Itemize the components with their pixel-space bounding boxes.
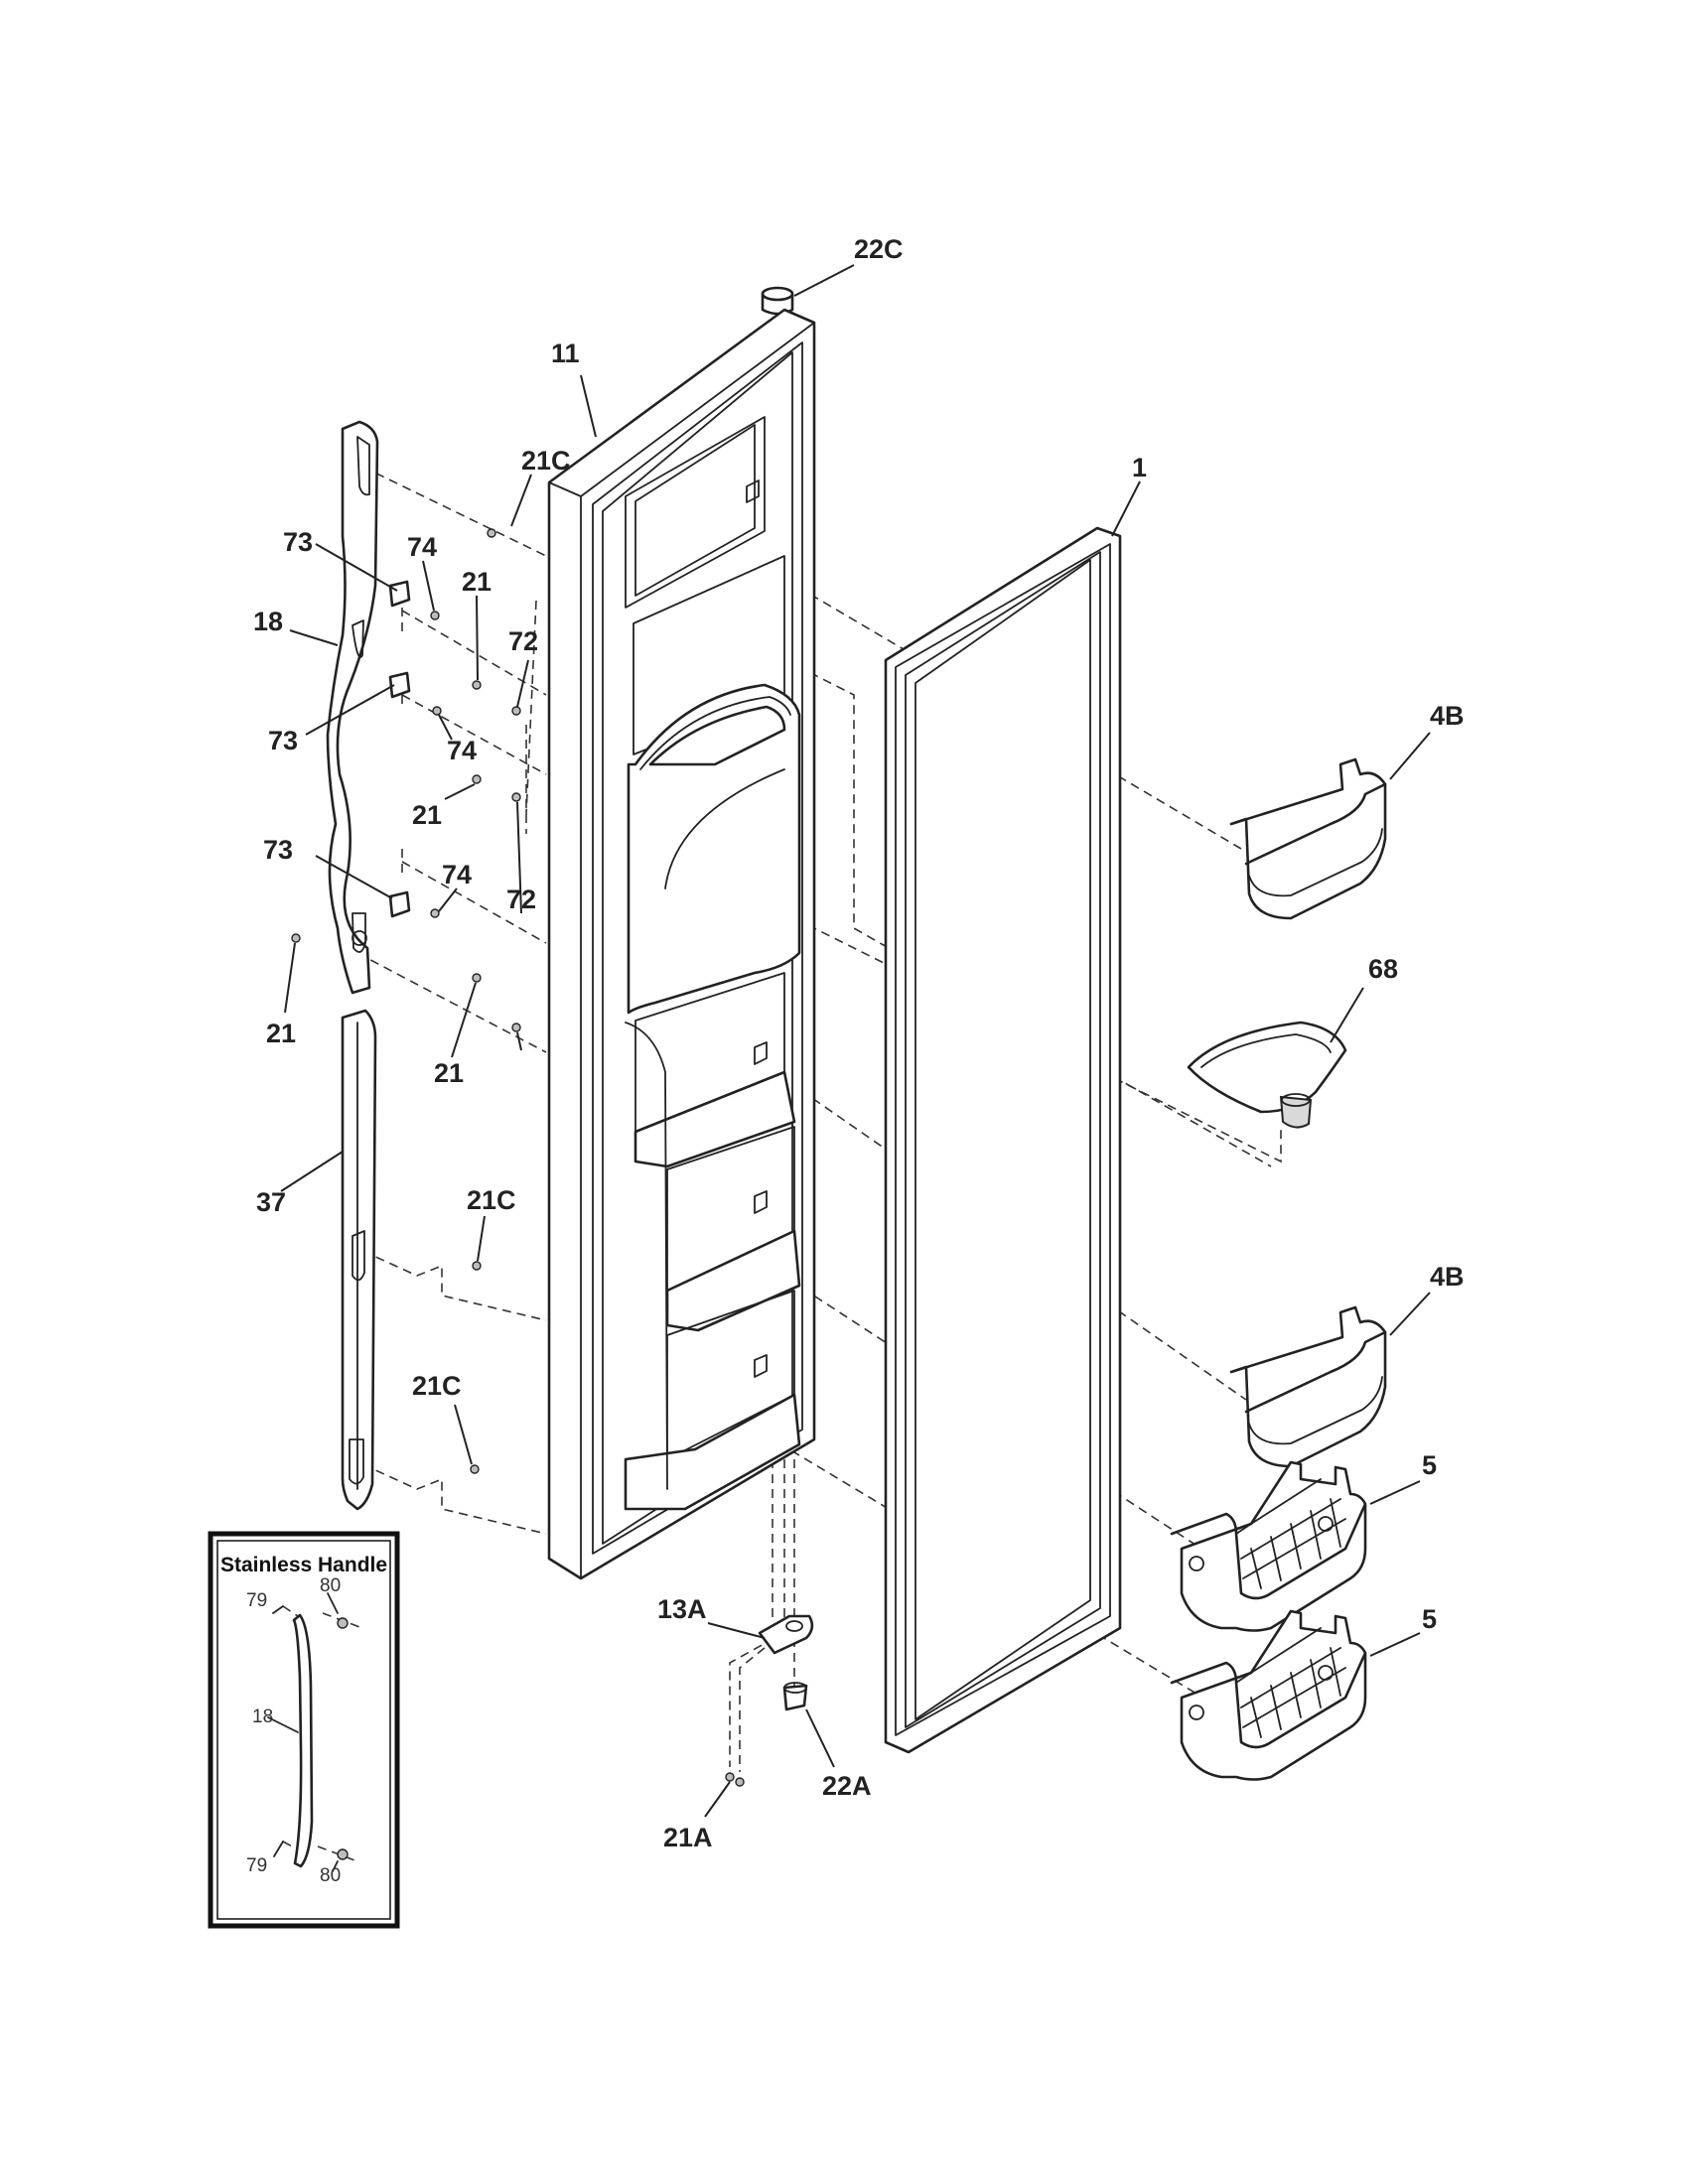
callout-4b-top: 4B xyxy=(1430,701,1465,731)
callout-21-b: 21 xyxy=(412,800,442,830)
callout-4b-bottom: 4B xyxy=(1430,1262,1465,1292)
stainless-handle-inset: Stainless Handle 79 80 18 79 80 xyxy=(208,1531,400,1929)
callout-72-b: 72 xyxy=(506,885,536,914)
callout-21a: 21A xyxy=(663,1823,713,1852)
part-22a-hinge-bushing xyxy=(782,1682,808,1711)
callout-73-a: 73 xyxy=(283,527,313,557)
callout-21-c: 21 xyxy=(266,1019,296,1048)
callout-21-a: 21 xyxy=(462,567,492,597)
leader-lines xyxy=(280,264,1431,1818)
callout-37: 37 xyxy=(256,1187,286,1217)
callout-22c: 22C xyxy=(854,234,904,264)
callout-13a: 13A xyxy=(657,1594,707,1624)
callout-21c-low: 21C xyxy=(412,1371,462,1401)
part-37-handle-lower xyxy=(341,1009,377,1511)
callout-5-top: 5 xyxy=(1422,1450,1437,1480)
part-4b-door-bin-lower xyxy=(1229,1305,1387,1468)
inset-title: Stainless Handle xyxy=(220,1554,387,1576)
callout-1: 1 xyxy=(1132,453,1147,482)
callout-73-c: 73 xyxy=(263,835,293,865)
callout-74-b: 74 xyxy=(447,736,477,765)
part-13a-bottom-hinge xyxy=(758,1614,814,1655)
part-5-wire-basket-upper xyxy=(1170,1460,1367,1632)
part-1-door-gasket xyxy=(884,526,1122,1754)
callout-73-b: 73 xyxy=(268,726,298,755)
callout-68: 68 xyxy=(1368,954,1398,984)
inset-callout-80-top: 80 xyxy=(320,1575,341,1596)
callout-22a: 22A xyxy=(822,1771,872,1801)
callout-21c-mid: 21C xyxy=(467,1185,516,1215)
alignment-lines xyxy=(356,466,1282,1772)
part-18-handle-upper xyxy=(326,420,379,995)
inset-callout-18: 18 xyxy=(252,1706,273,1727)
part-68-ice-chute-funnel xyxy=(1187,1021,1347,1129)
callout-74-a: 74 xyxy=(407,532,437,562)
handle-mounting-hardware xyxy=(291,528,521,1474)
callout-21-d: 21 xyxy=(434,1058,464,1088)
inset-callout-80-bottom: 80 xyxy=(320,1865,341,1886)
part-4b-door-bin-upper xyxy=(1229,757,1387,920)
part-21a-hinge-screw xyxy=(725,1772,745,1787)
part-5-wire-basket-lower xyxy=(1170,1609,1367,1781)
callout-11: 11 xyxy=(551,339,580,368)
inset-callout-79-top: 79 xyxy=(246,1590,267,1611)
callout-74-c: 74 xyxy=(442,860,472,889)
callout-72-a: 72 xyxy=(508,626,538,656)
part-11-door-inner-liner xyxy=(547,308,816,1580)
callout-labels: 22C 11 21C 1 73 74 18 21 72 73 74 21 4B … xyxy=(253,234,1465,1852)
inset-callout-79-bottom: 79 xyxy=(246,1855,267,1876)
callout-18: 18 xyxy=(253,607,283,636)
callout-21c-top: 21C xyxy=(521,446,571,476)
callout-5-bottom: 5 xyxy=(1422,1604,1437,1634)
